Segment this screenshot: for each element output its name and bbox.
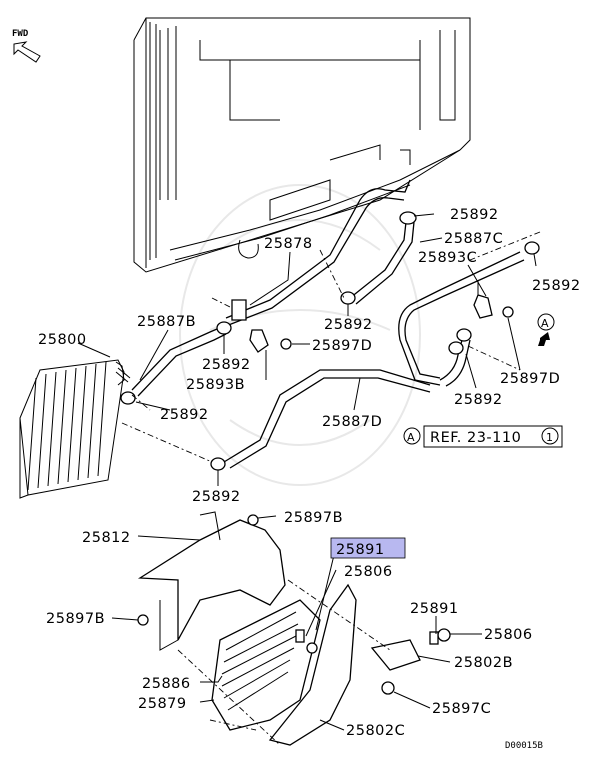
part-label-25891-highlighted: 25891 [336,542,385,558]
part-label-25887b: 25887B [137,314,196,330]
part-label-25892: 25892 [324,317,373,333]
shroud-and-brackets [137,511,451,746]
leader-lines [77,213,541,746]
part-label-25887c: 25887C [444,231,503,247]
part-label-25893b: 25893B [186,377,245,393]
fwd-label: FWD [12,29,29,39]
part-label-25887d: 25887D [322,414,382,430]
reference-marker: A [407,431,415,444]
part-label-25886: 25886 [142,676,191,692]
part-label-25891: 25891 [410,601,459,617]
part-label-25802c: 25802C [346,723,405,739]
part-label-25806: 25806 [484,627,533,643]
part-label-25879: 25879 [138,696,187,712]
part-label-25878: 25878 [264,236,313,252]
part-label-25897d: 25897D [312,338,372,354]
reference-note: A REF. 23-110 1 [403,425,563,448]
part-label-25812: 25812 [82,530,131,546]
part-label-25802b: 25802B [454,655,513,671]
reference-circled-number: 1 [546,431,554,444]
arrow-marker-letter: A [541,317,549,330]
part-labels: 25892 25887C 25878 25893C 25892 25800 25… [38,207,581,739]
hose-clamps [120,211,540,471]
reference-text: REF. 23-110 [430,430,521,446]
upper-brackets [231,280,514,353]
part-label-25892: 25892 [532,278,581,294]
part-label-25892: 25892 [192,489,241,505]
part-label-25800: 25800 [38,332,87,348]
part-label-25897b: 25897B [284,510,343,526]
part-label-25893c: 25893C [418,250,477,266]
part-label-25892: 25892 [160,407,209,423]
radiator [133,17,471,273]
part-label-25897c: 25897C [432,701,491,717]
hoses [131,179,525,469]
part-label-25892: 25892 [450,207,499,223]
highlighted-part-box [330,537,406,559]
part-label-25892: 25892 [454,392,503,408]
watermark [179,184,421,486]
part-label-25897b: 25897B [46,611,105,627]
fwd-arrow: FWD [12,29,41,63]
reference-arrow-a: A [537,313,555,346]
part-label-25806: 25806 [344,564,393,580]
part-label-25892: 25892 [202,357,251,373]
part-label-25897d: 25897D [500,371,560,387]
diagram-code: D00015B [505,741,543,751]
oil-cooler [19,359,131,499]
